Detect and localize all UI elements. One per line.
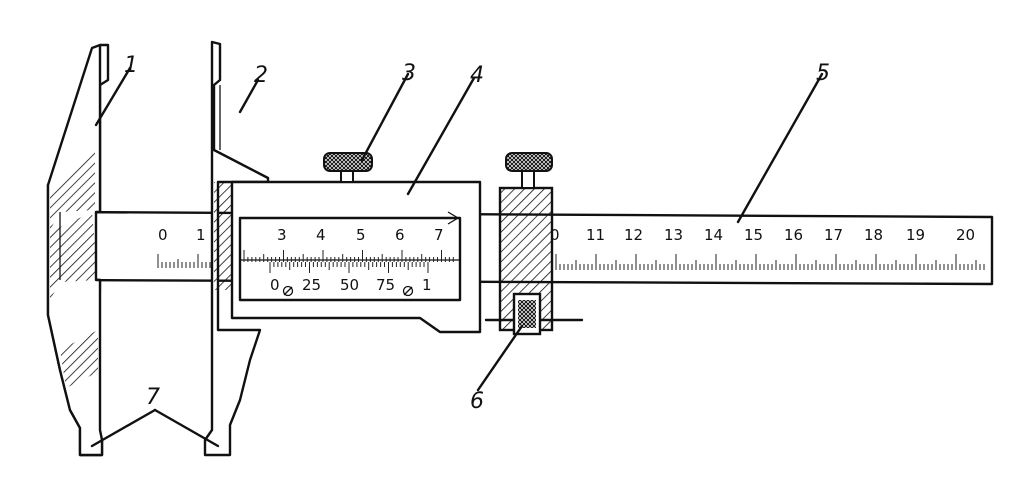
fine-adjust-clamp	[484, 152, 584, 336]
scale-label: 5	[356, 226, 366, 244]
callout-1: 1	[124, 53, 138, 78]
scale-label: 14	[704, 226, 723, 244]
callout-6: 6	[470, 389, 484, 414]
scale-label: 12	[624, 226, 643, 244]
callout-7: 7	[146, 385, 160, 410]
scale-label: 17	[824, 226, 843, 244]
scale-label: 0	[158, 226, 168, 244]
scale-label: 19	[906, 226, 925, 244]
scale-label: 3	[277, 226, 287, 244]
scale-label: 11	[586, 226, 605, 244]
scale-label: 13	[664, 226, 683, 244]
vernier-label: 25	[302, 276, 321, 294]
scale-label: 6	[395, 226, 405, 244]
fixed-jaw	[46, 43, 110, 457]
scale-label: 7	[434, 226, 444, 244]
leader-lines	[90, 66, 824, 448]
vernier-label: 75	[376, 276, 395, 294]
main-scale-ticks-right	[555, 254, 985, 270]
vernier-zero-symbols	[282, 285, 414, 297]
vernier-label: 1	[422, 276, 432, 294]
scale-label: 15	[744, 226, 763, 244]
main-scale-ticks-window	[243, 250, 454, 262]
scale-label: 1	[196, 226, 206, 244]
locking-screw	[323, 152, 373, 183]
callout-2: 2	[254, 63, 268, 88]
vernier-label: 50	[340, 276, 359, 294]
callout-5: 5	[816, 61, 830, 86]
callout-3: 3	[402, 61, 416, 86]
scale-label: 16	[784, 226, 803, 244]
vernier-label: 0	[270, 276, 280, 294]
scale-label: 18	[864, 226, 883, 244]
scale-label: 0	[550, 226, 560, 244]
scale-label: 20	[956, 226, 975, 244]
vernier-scale-ticks	[269, 262, 429, 273]
callout-4: 4	[470, 63, 484, 88]
vernier-window	[238, 216, 462, 302]
slider-body	[230, 180, 482, 334]
scale-label: 4	[316, 226, 326, 244]
